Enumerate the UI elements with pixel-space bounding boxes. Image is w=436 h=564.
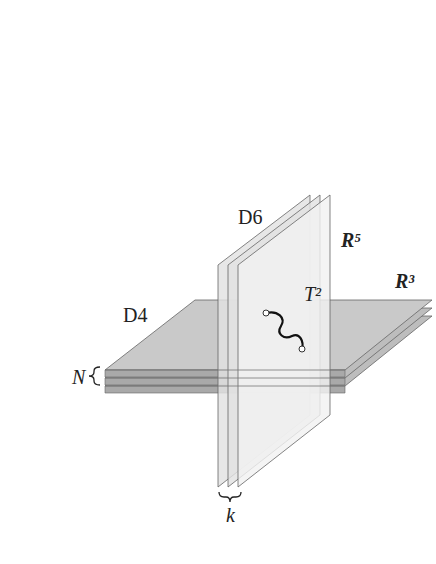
- count-label: N: [72, 367, 85, 387]
- d6-branes: [218, 195, 330, 487]
- d4-edge: [105, 386, 345, 387]
- string-endpoint: [299, 346, 305, 352]
- space-label: R³: [395, 271, 414, 291]
- string-endpoint: [263, 310, 269, 316]
- n-brace: [89, 367, 100, 385]
- brane-label: D6: [238, 207, 262, 227]
- torus-label: T²: [304, 284, 321, 304]
- k-brace: [219, 492, 241, 502]
- open-string: [263, 310, 305, 352]
- count-label: k: [226, 505, 235, 525]
- d4-edge: [105, 370, 345, 371]
- brane-label: D4: [123, 305, 147, 325]
- string-line: [266, 312, 303, 349]
- d4-front-edges: [105, 370, 345, 386]
- space-label: R⁵: [341, 230, 361, 250]
- d6-plane: [238, 195, 330, 487]
- d4-edge: [105, 378, 345, 379]
